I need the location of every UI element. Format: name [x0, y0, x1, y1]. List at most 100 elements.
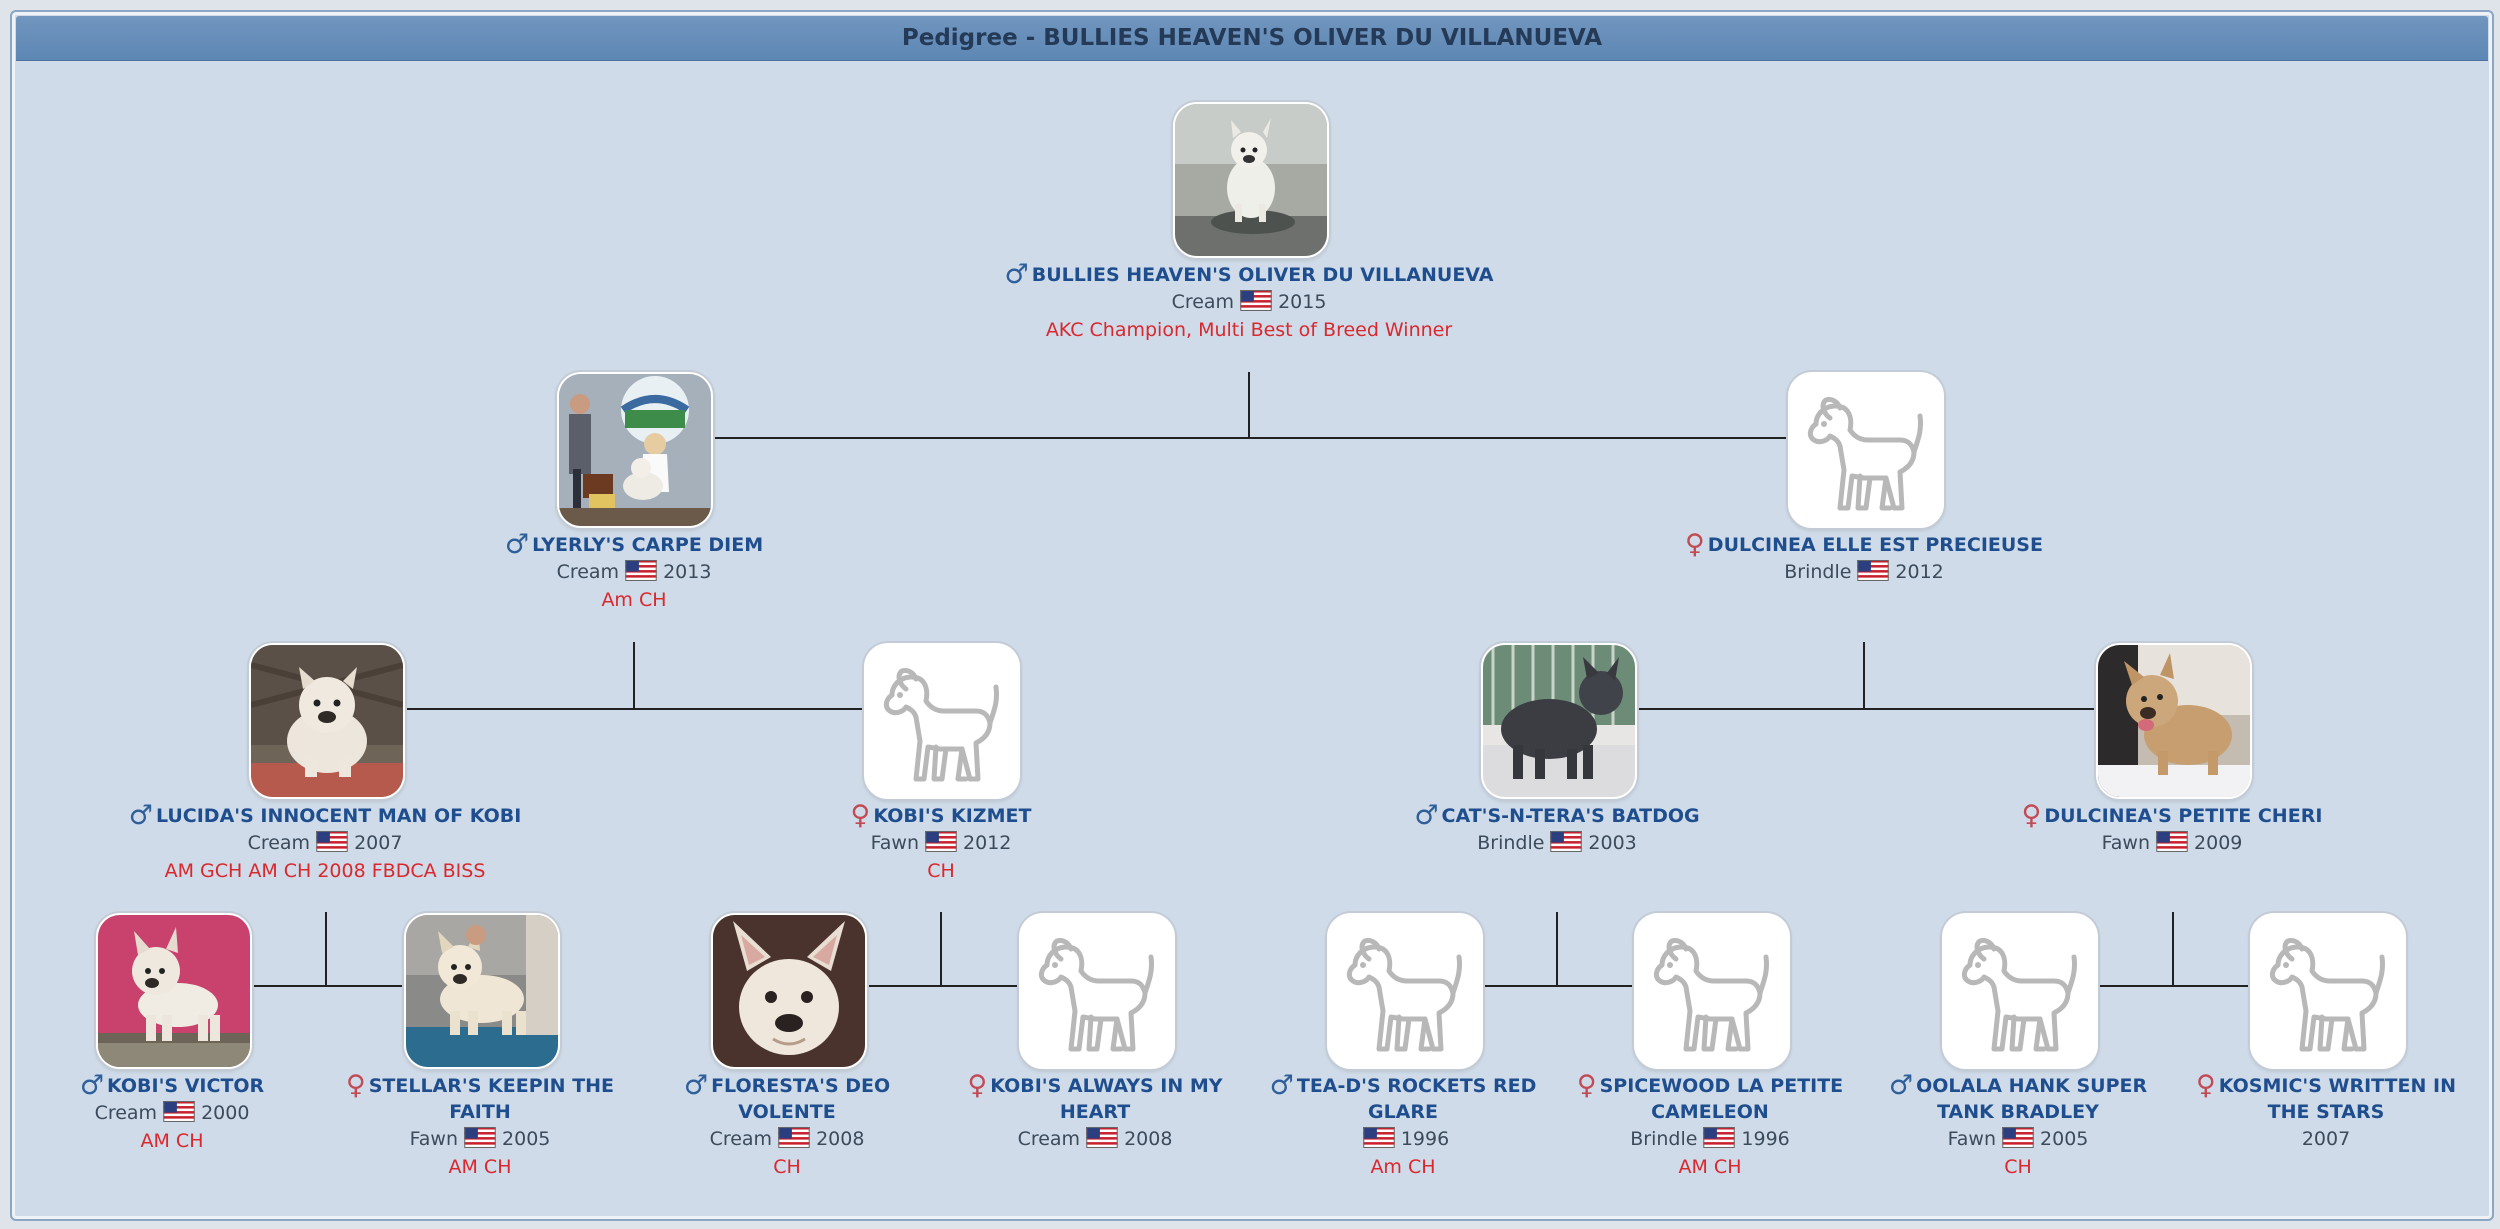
female-icon: ♀	[967, 1070, 988, 1101]
us-flag-icon	[1086, 1127, 1118, 1148]
dog-name-d2[interactable]: ♀DULCINEA ELLE EST PRECIEUSE	[1685, 529, 2043, 560]
dog-photo-d7[interactable]	[96, 913, 252, 1069]
dog-placeholder-d13[interactable]	[1942, 913, 2098, 1069]
male-icon: ♂	[1004, 259, 1029, 290]
us-flag-icon	[2156, 831, 2188, 852]
male-icon: ♂	[79, 1070, 105, 1101]
dog-placeholder-d10[interactable]	[1019, 913, 1175, 1069]
us-flag-icon	[163, 1101, 195, 1122]
dog-placeholder-icon	[1021, 915, 1173, 1067]
dog-name-d11[interactable]: ♂TEA-D'S ROCKETS RED GLARE	[1269, 1070, 1537, 1123]
dog-name-d12[interactable]: ♀SPICEWOOD LA PETITE CAMELEON	[1576, 1070, 1844, 1123]
dog-placeholder-d14[interactable]	[2250, 913, 2406, 1069]
dog-photo-d8[interactable]	[404, 913, 560, 1069]
us-flag-icon	[2002, 1127, 2034, 1148]
dog-name-d10[interactable]: ♀KOBI'S ALWAYS IN MY HEART	[967, 1070, 1223, 1123]
us-flag-icon	[778, 1127, 810, 1148]
dog-title-d8: AM CH	[448, 1156, 512, 1178]
dog-name-d1[interactable]: ♂LYERLY'S CARPE DIEM	[504, 529, 764, 560]
dog-detail-d14: 2007	[2301, 1128, 2351, 1150]
dog-name-d5[interactable]: ♂CAT'S-N-TERA'S BATDOG	[1414, 800, 1700, 831]
dog-photo-d9[interactable]	[711, 913, 867, 1069]
dog-info-d11: ♂TEA-D'S ROCKETS RED GLARE 1996 Am CH	[1268, 1070, 1538, 1181]
male-icon: ♂	[1269, 1070, 1294, 1101]
dog-title-d12: AM CH	[1678, 1156, 1742, 1178]
dog-info-d0: ♂BULLIES HEAVEN'S OLIVER DU VILLANUEVA C…	[924, 259, 1574, 344]
dog-placeholder-icon	[1790, 374, 1942, 526]
us-flag-icon	[1703, 1127, 1736, 1148]
dog-name-d8[interactable]: ♀STELLAR'S KEEPIN THE FAITH	[345, 1070, 615, 1123]
male-icon: ♂	[683, 1070, 709, 1101]
dog-name-d6[interactable]: ♀DULCINEA'S PETITE CHERI	[2021, 800, 2323, 831]
us-flag-icon	[1363, 1127, 1395, 1148]
dog-name-d0[interactable]: ♂BULLIES HEAVEN'S OLIVER DU VILLANUEVA	[1004, 259, 1494, 290]
dog-photo-d1[interactable]	[557, 372, 713, 528]
us-flag-icon	[464, 1127, 496, 1148]
dog-placeholder-icon	[1329, 915, 1481, 1067]
dog-placeholder-d12[interactable]	[1634, 913, 1790, 1069]
dog-placeholder-icon	[2252, 915, 2404, 1067]
female-icon: ♀	[345, 1070, 366, 1101]
dog-title-d1: Am CH	[601, 589, 667, 611]
female-icon: ♀	[2021, 800, 2042, 831]
dog-placeholder-d2[interactable]	[1788, 372, 1944, 528]
dog-photo-d6[interactable]	[2096, 643, 2252, 799]
us-flag-icon	[1857, 560, 1890, 581]
dog-info-d14: ♀KOSMIC'S WRITTEN IN THE STARS 2007	[2191, 1070, 2461, 1153]
dog-name-d7[interactable]: ♂KOBI'S VICTOR	[79, 1070, 265, 1101]
female-icon: ♀	[850, 800, 871, 831]
dog-name-d4[interactable]: ♀KOBI'S KIZMET	[850, 800, 1032, 831]
dog-title-d4: CH	[927, 860, 955, 882]
dog-name-d14[interactable]: ♀KOSMIC'S WRITTEN IN THE STARS	[2195, 1070, 2456, 1123]
dog-photo-d5[interactable]	[1481, 643, 1637, 799]
dog-title-d7: AM CH	[140, 1130, 204, 1152]
us-flag-icon	[625, 560, 657, 581]
female-icon: ♀	[1685, 529, 1705, 560]
dog-placeholder-icon	[866, 645, 1018, 797]
male-icon: ♂	[1888, 1070, 1914, 1101]
dog-title-d13: CH	[2004, 1156, 2032, 1178]
page-title: Pedigree - BULLIES HEAVEN'S OLIVER DU VI…	[16, 16, 2488, 61]
dog-title-d3: AM GCH AM CH 2008 FBDCA BISS	[164, 860, 486, 882]
dog-photo-d3[interactable]	[249, 643, 405, 799]
male-icon: ♂	[504, 529, 530, 560]
dog-name-d13[interactable]: ♂OOLALA HANK SUPER TANK BRADLEY	[1888, 1070, 2148, 1123]
dog-placeholder-d4[interactable]	[864, 643, 1020, 799]
us-flag-icon	[1240, 290, 1272, 311]
dog-detail-d11: 1996	[1268, 1125, 1538, 1153]
male-icon: ♂	[1414, 800, 1439, 831]
us-flag-icon	[925, 831, 957, 852]
female-icon: ♀	[1576, 1070, 1597, 1101]
us-flag-icon	[1550, 831, 1583, 852]
dog-photo-d0[interactable]	[1173, 102, 1329, 258]
dog-placeholder-icon	[1636, 915, 1788, 1067]
us-flag-icon	[316, 831, 348, 852]
dog-name-d3[interactable]: ♂LUCIDA'S INNOCENT MAN OF KOBI	[128, 800, 522, 831]
dog-placeholder-d11[interactable]	[1327, 913, 1483, 1069]
dog-placeholder-icon	[1944, 915, 2096, 1067]
dog-name-d9[interactable]: ♂FLORESTA'S DEO VOLENTE	[683, 1070, 891, 1123]
dog-title-d0: AKC Champion, Multi Best of Breed Winner	[1045, 319, 1453, 341]
